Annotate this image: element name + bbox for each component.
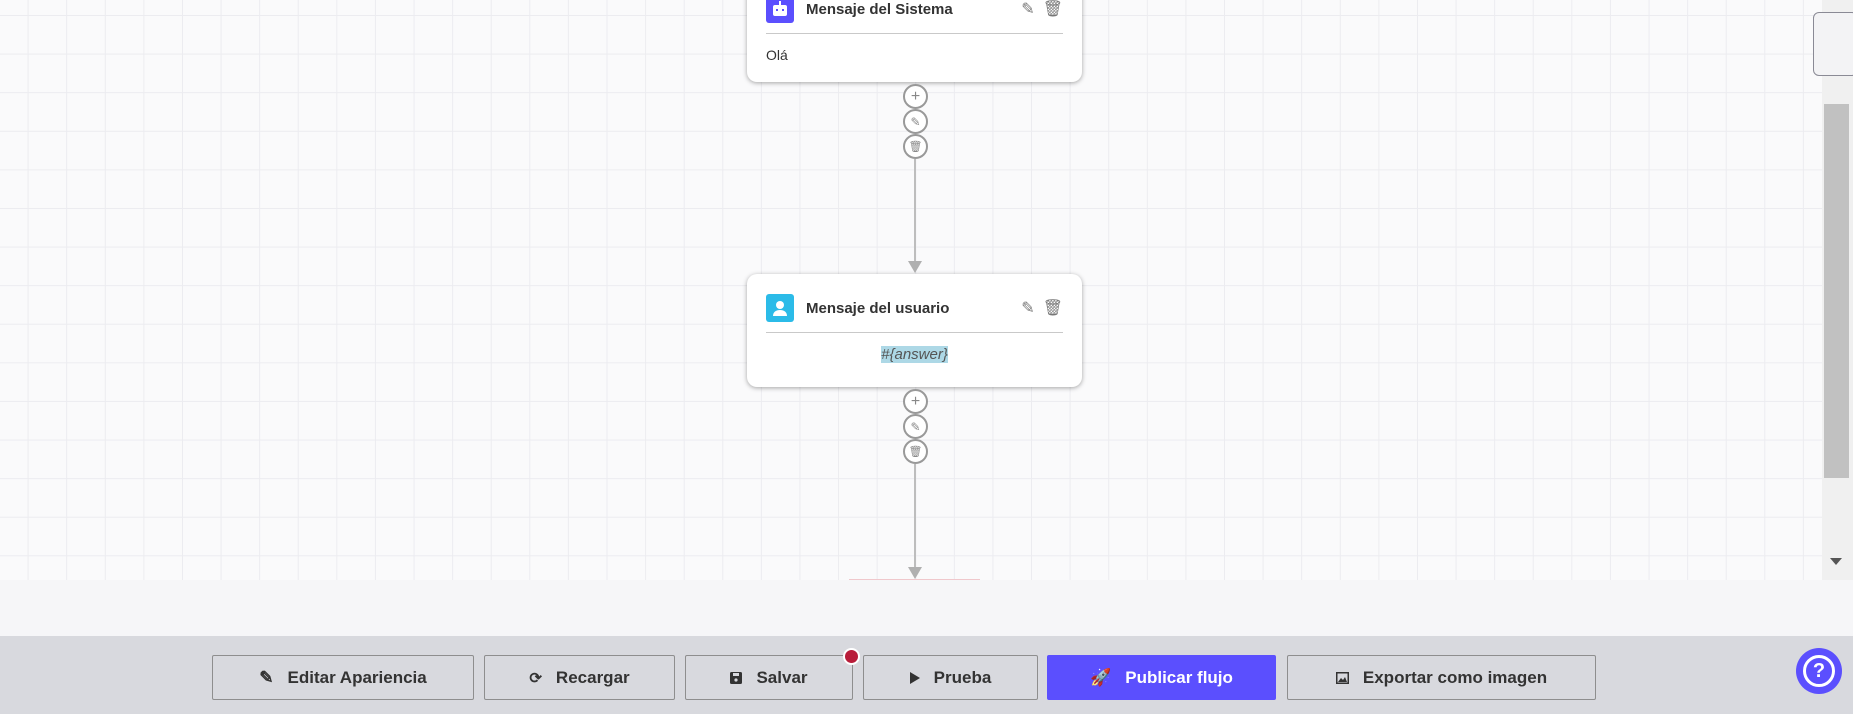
unsaved-changes-dot [843,648,860,665]
edit-pencil-icon[interactable]: ✎ [1021,1,1035,18]
edit-connection-button[interactable]: ✎ [903,414,928,439]
node-title: Mensaje del usuario [806,299,950,317]
image-icon [1335,671,1349,684]
reload-button[interactable]: ⟳Recargar [484,655,675,700]
node-title: Mensaje del Sistema [806,0,953,18]
arrow-head [908,261,922,273]
delete-connection-button[interactable]: 🗑 [903,134,928,159]
edit-pencil-icon[interactable]: ✎ [1021,300,1035,317]
node-text: #{answer} [881,346,948,363]
edit-connection-button[interactable]: ✎ [903,109,928,134]
trash-icon[interactable]: 🗑 [1042,300,1063,317]
side-panel-toggle[interactable] [1813,12,1853,76]
play-icon [909,671,920,684]
publish-flow-button[interactable]: 🚀Publicar flujo [1047,655,1276,700]
add-node-button[interactable]: + [903,84,928,109]
export-image-button[interactable]: Exportar como imagen [1287,655,1596,700]
node-user-message[interactable]: Mensaje del usuario ✎ 🗑 #{answer} [747,274,1082,387]
connector-line [914,464,916,570]
scroll-down-arrow-icon[interactable] [1830,558,1842,565]
delete-connection-button[interactable]: 🗑 [903,439,928,464]
vertical-scrollbar[interactable] [1822,0,1853,580]
connector-line [914,159,916,263]
save-button[interactable]: Salvar [685,655,853,700]
divider [766,33,1063,34]
rocket-icon: 🚀 [1090,667,1112,687]
divider [766,332,1063,333]
flow-canvas[interactable]: Mensaje del Sistema ✎ 🗑 Olá + ✎ 🗑 Mensaj… [0,0,1822,580]
edit-icon: ✎ [259,667,274,687]
trash-icon[interactable]: 🗑 [1042,1,1063,18]
node-system-message[interactable]: Mensaje del Sistema ✎ 🗑 Olá [747,0,1082,82]
edit-appearance-button[interactable]: ✎Editar Apariencia [212,655,474,700]
node-text: Olá [766,47,788,63]
bottom-toolbar: ✎Editar Apariencia ⟳Recargar Salvar Prue… [0,636,1853,714]
add-node-button[interactable]: + [903,389,928,414]
user-icon [766,294,794,322]
next-node-edge [849,579,980,580]
help-button[interactable]: ? [1796,648,1842,694]
floppy-disk-icon [730,671,743,684]
refresh-icon: ⟳ [529,669,542,687]
test-button[interactable]: Prueba [863,655,1038,700]
arrow-head [908,567,922,579]
robot-icon [766,0,794,23]
question-mark-icon: ? [1803,655,1835,687]
scrollbar-thumb[interactable] [1824,104,1849,478]
